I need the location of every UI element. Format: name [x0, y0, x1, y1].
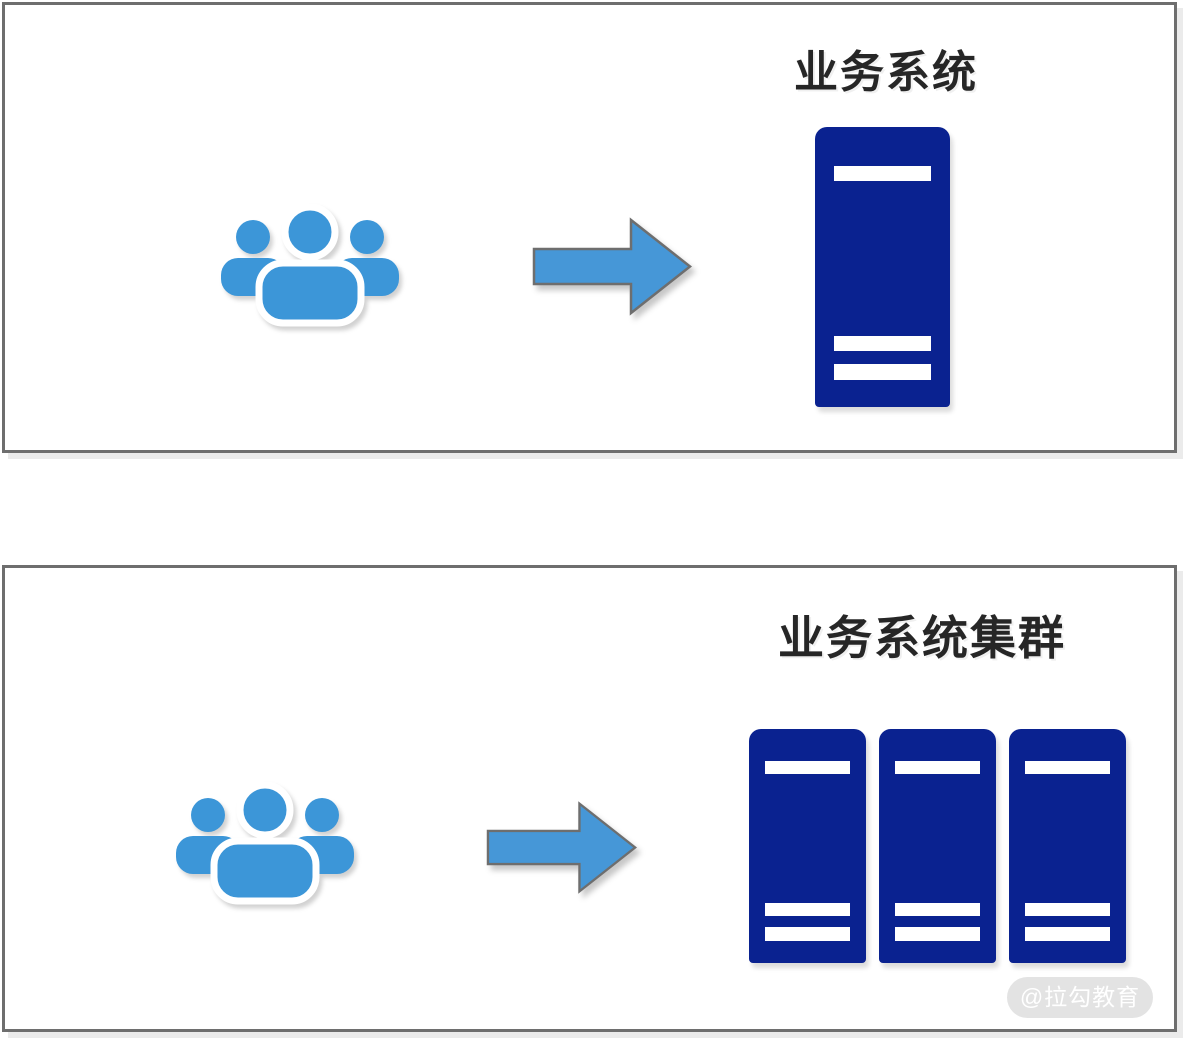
server-slot-bar [895, 927, 980, 941]
server-slot-bar [1025, 903, 1110, 917]
server-slot-bar [833, 364, 932, 381]
right-arrow-icon [486, 800, 638, 895]
panel-server-cluster: 业务系统集群 [2, 565, 1177, 1032]
server-slot-bar [765, 927, 850, 941]
server-icon [879, 729, 996, 963]
users-group-icon [170, 781, 360, 908]
server-slot-bar [833, 335, 932, 352]
server-slot-bar [1025, 927, 1110, 941]
server-slot-bar [895, 903, 980, 917]
server-slot-bar [765, 761, 850, 775]
panel-single-server: 业务系统 [2, 2, 1177, 453]
server-icon [1009, 729, 1126, 963]
server-slot-bar [895, 761, 980, 775]
server-slot-bar [833, 165, 932, 182]
watermark-badge: @拉勾教育 [1007, 977, 1153, 1018]
server-slot-bar [765, 903, 850, 917]
server-icon [815, 127, 950, 407]
watermark-text: @拉勾教育 [1019, 984, 1141, 1010]
panel-title-single: 业务系统 [794, 48, 978, 97]
panel-title-cluster: 业务系统集群 [778, 612, 1066, 664]
right-arrow-icon [532, 217, 693, 316]
users-group-icon [215, 203, 405, 330]
server-cluster-group [749, 729, 1126, 963]
server-icon [749, 729, 866, 963]
server-slot-bar [1025, 761, 1110, 775]
